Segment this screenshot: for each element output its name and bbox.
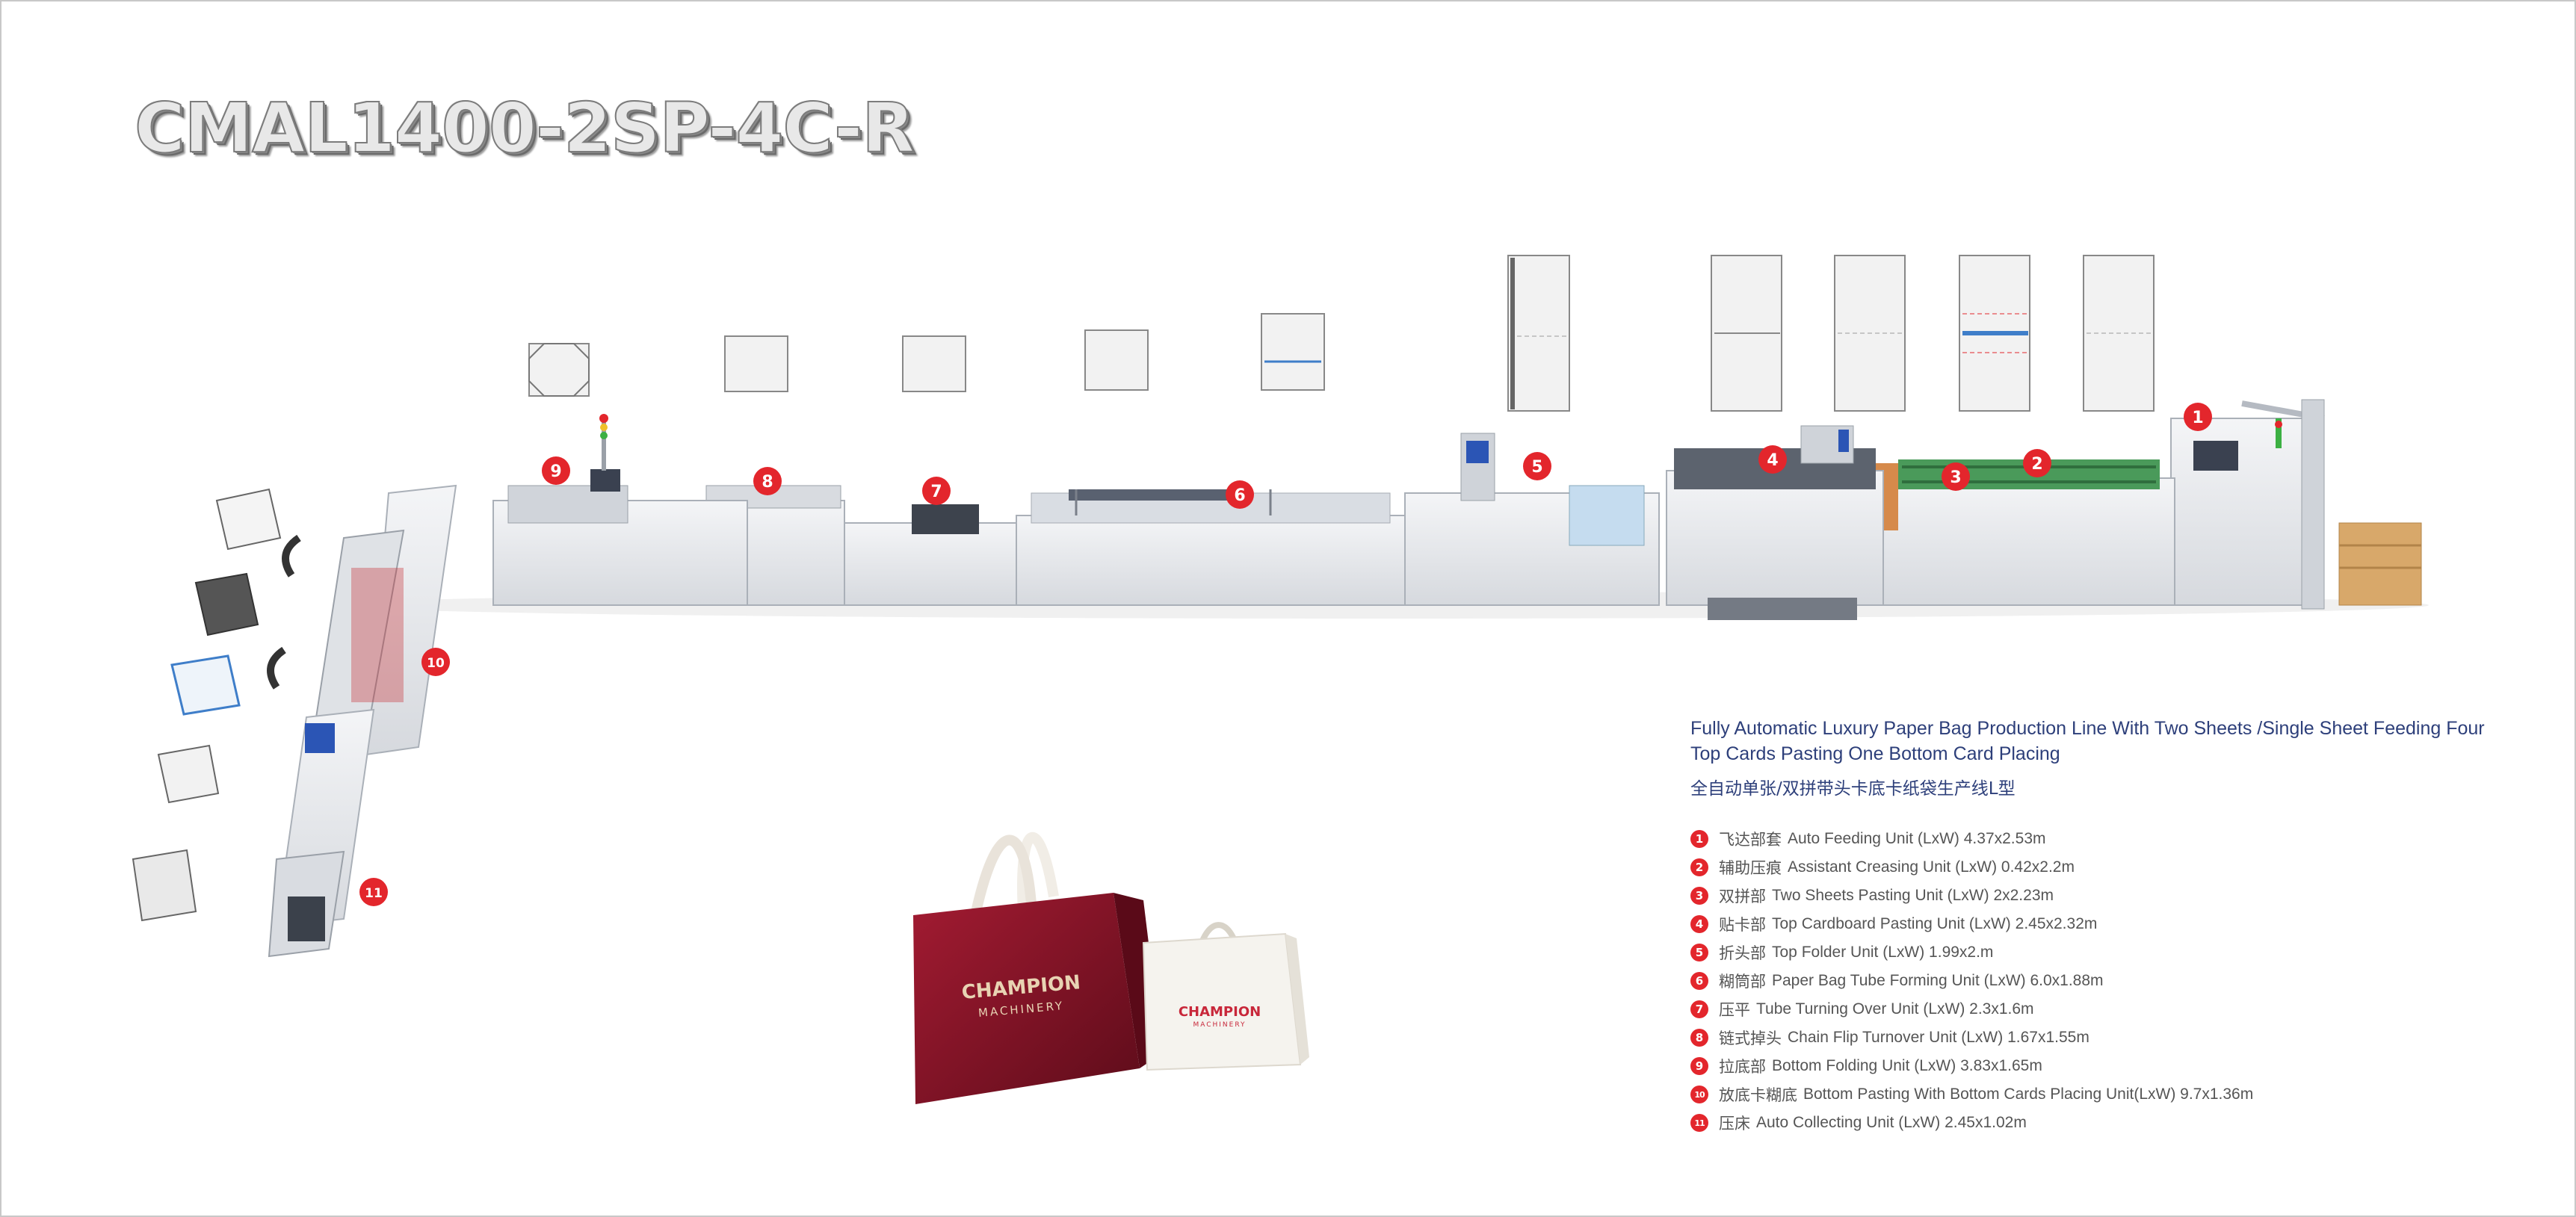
machine-unit-7 <box>844 504 1017 606</box>
unit-name-cn: 压平 <box>1719 1001 1750 1019</box>
svg-text:4: 4 <box>1767 451 1778 470</box>
unit-number-badge: 11 <box>1690 1114 1708 1132</box>
vertical-machine-line <box>267 484 457 958</box>
unit-name-en: Chain Flip Turnover Unit (LxW) 1.67x1.55… <box>1788 1029 2089 1046</box>
unit-number-badge: 4 <box>1690 915 1708 933</box>
unit-name-en: Top Cardboard Pasting Unit (LxW) 2.45x2.… <box>1772 915 2098 932</box>
machine-unit-5 <box>1404 433 1660 606</box>
unit-name-en: Auto Collecting Unit (LxW) 2.45x1.02m <box>1756 1114 2027 1131</box>
white-bag-brand-line1: CHAMPION <box>1179 1004 1261 1020</box>
unit-item: 6 糊筒部 Paper Bag Tube Forming Unit (LxW) 6.… <box>1690 967 2512 995</box>
svg-text:9: 9 <box>550 462 561 481</box>
white-paper-bag: CHAMPION MACHINERY <box>1142 922 1309 1071</box>
svg-text:2: 2 <box>2031 455 2042 474</box>
unit-number-badge: 9 <box>1690 1057 1708 1075</box>
product-line-title-cn: 全自动单张/双拼带头卡底卡纸袋生产线L型 <box>1690 779 2016 799</box>
model-title: CMAL1400-2SP-4C-R <box>134 87 915 169</box>
unit-item: 7 压平 Tube Turning Over Unit (LxW) 2.3x1.6m <box>1690 995 2512 1024</box>
machine-unit-9 <box>492 414 748 606</box>
svg-text:11: 11 <box>365 886 383 901</box>
unit-name-en: Bottom Folding Unit (LxW) 3.83x1.65m <box>1772 1057 2042 1074</box>
white-bag-brand-line2: MACHINERY <box>1193 1021 1246 1029</box>
badge-8 <box>753 467 782 495</box>
unit-name-en: Auto Feeding Unit (LxW) 4.37x2.53m <box>1788 830 2046 847</box>
svg-text:5: 5 <box>1531 458 1542 477</box>
unit-item: 3 双拼部 Two Sheets Pasting Unit (LxW) 2x2.23… <box>1690 882 2512 910</box>
svg-text:6: 6 <box>1234 486 1245 505</box>
unit-name-cn: 拉底部 <box>1719 1058 1766 1076</box>
unit-number-badge: 10 <box>1690 1086 1708 1103</box>
badge-9 <box>542 456 570 485</box>
unit-name-cn: 辅助压痕 <box>1719 859 1782 877</box>
unit-item: 4 贴卡部 Top Cardboard Pasting Unit (LxW) 2.4… <box>1690 910 2512 938</box>
unit-name-cn: 糊筒部 <box>1719 973 1766 991</box>
unit-badges: 1 2 3 4 5 6 7 8 9 10 11 <box>359 403 2212 906</box>
unit-item: 8 链式掉头 Chain Flip Turnover Unit (LxW) 1.67… <box>1690 1024 2512 1052</box>
unit-item: 11 压床 Auto Collecting Unit (LxW) 2.45x1.02… <box>1690 1109 2512 1137</box>
red-paper-bag: CHAMPION MACHINERY <box>913 832 1162 1104</box>
legend-panel: Fully Automatic Luxury Paper Bag Product… <box>1690 716 2512 1137</box>
svg-text:1: 1 <box>2192 409 2203 427</box>
svg-text:3: 3 <box>1950 468 1961 487</box>
unit-name-cn: 折头部 <box>1719 944 1766 962</box>
unit-item: 2 辅助压痕 Assistant Creasing Unit (LxW) 0.42x… <box>1690 853 2512 882</box>
unit-name-cn: 链式掉头 <box>1719 1029 1782 1047</box>
unit-number-badge: 6 <box>1690 972 1708 990</box>
sheet-diagrams <box>132 255 2155 922</box>
unit-name-en: Paper Bag Tube Forming Unit (LxW) 6.0x1.… <box>1772 972 2104 989</box>
badge-2 <box>2023 449 2051 477</box>
badge-11 <box>359 878 388 906</box>
badge-6 <box>1226 480 1254 509</box>
badge-4 <box>1758 445 1787 474</box>
unit-number-badge: 2 <box>1690 858 1708 876</box>
unit-name-en: Bottom Pasting With Bottom Cards Placing… <box>1803 1086 2254 1103</box>
unit-number-badge: 5 <box>1690 944 1708 961</box>
machine-unit-8 <box>705 485 845 606</box>
unit-item: 9 拉底部 Bottom Folding Unit (LxW) 3.83x1.65m <box>1690 1052 2512 1080</box>
unit-name-en: Two Sheets Pasting Unit (LxW) 2x2.23m <box>1772 887 2054 904</box>
svg-text:8: 8 <box>762 473 773 492</box>
machine-unit-1 <box>2170 399 2422 610</box>
unit-name-en: Assistant Creasing Unit (LxW) 0.42x2.2m <box>1788 858 2075 876</box>
unit-number-badge: 3 <box>1690 887 1708 905</box>
unit-item: 1 飞达部套 Auto Feeding Unit (LxW) 4.37x2.53m <box>1690 825 2512 853</box>
unit-name-cn: 放底卡糊底 <box>1719 1086 1797 1104</box>
machine-unit-6 <box>1016 489 1406 606</box>
unit-name-cn: 飞达部套 <box>1719 831 1782 849</box>
product-line-title-en: Fully Automatic Luxury Paper Bag Product… <box>1690 718 2485 764</box>
machine-unit-2-3 <box>1868 459 2175 606</box>
badge-3 <box>1942 462 1970 491</box>
badge-7 <box>922 477 951 505</box>
unit-item: 10 放底卡糊底 Bottom Pasting With Bottom Cards … <box>1690 1080 2512 1109</box>
unit-name-en: Top Folder Unit (LxW) 1.99x2.m <box>1772 944 1994 961</box>
horizontal-machine-line <box>492 399 2422 620</box>
unit-number-badge: 7 <box>1690 1000 1708 1018</box>
unit-number-badge: 8 <box>1690 1029 1708 1047</box>
unit-name-cn: 贴卡部 <box>1719 916 1766 934</box>
unit-name-cn: 压床 <box>1719 1115 1750 1133</box>
svg-text:7: 7 <box>930 483 942 501</box>
unit-name-cn: 双拼部 <box>1719 888 1766 905</box>
badge-5 <box>1523 452 1551 480</box>
badge-1 <box>2184 403 2212 431</box>
unit-number-badge: 1 <box>1690 830 1708 848</box>
unit-item: 5 折头部 Top Folder Unit (LxW) 1.99x2.m <box>1690 938 2512 967</box>
svg-text:10: 10 <box>427 656 445 671</box>
unit-name-en: Tube Turning Over Unit (LxW) 2.3x1.6m <box>1756 1000 2034 1018</box>
badge-10 <box>421 648 450 676</box>
